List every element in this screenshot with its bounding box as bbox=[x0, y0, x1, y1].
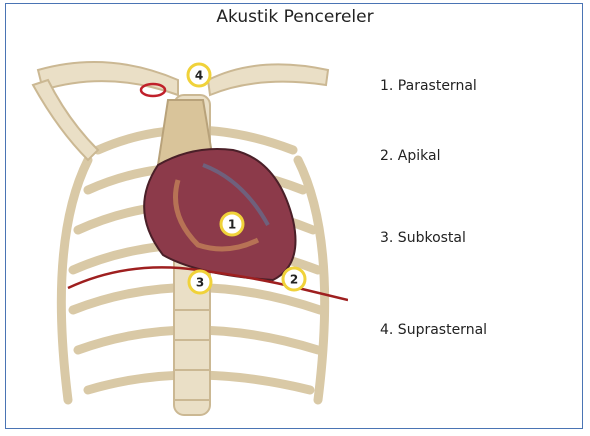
window-badge-4: 4 bbox=[188, 64, 210, 86]
legend-item-apikal: 2. Apikal bbox=[380, 148, 441, 164]
window-badge-3: 3 bbox=[189, 271, 211, 293]
window-badge-1: 1 bbox=[221, 213, 243, 235]
window-badge-2: 2 bbox=[283, 268, 305, 290]
window-number-3: 3 bbox=[196, 276, 204, 290]
legend-item-suprasternal: 4. Suprasternal bbox=[380, 322, 487, 338]
window-number-4: 4 bbox=[195, 69, 203, 83]
thorax-illustration: 4 1 3 2 bbox=[28, 40, 348, 426]
legend-item-parasternal: 1. Parasternal bbox=[380, 78, 477, 94]
figure-title: Akustik Pencereler bbox=[0, 7, 590, 27]
heart bbox=[144, 149, 295, 280]
window-number-1: 1 bbox=[228, 218, 236, 232]
window-number-2: 2 bbox=[290, 273, 298, 287]
legend-item-subkostal: 3. Subkostal bbox=[380, 230, 466, 246]
